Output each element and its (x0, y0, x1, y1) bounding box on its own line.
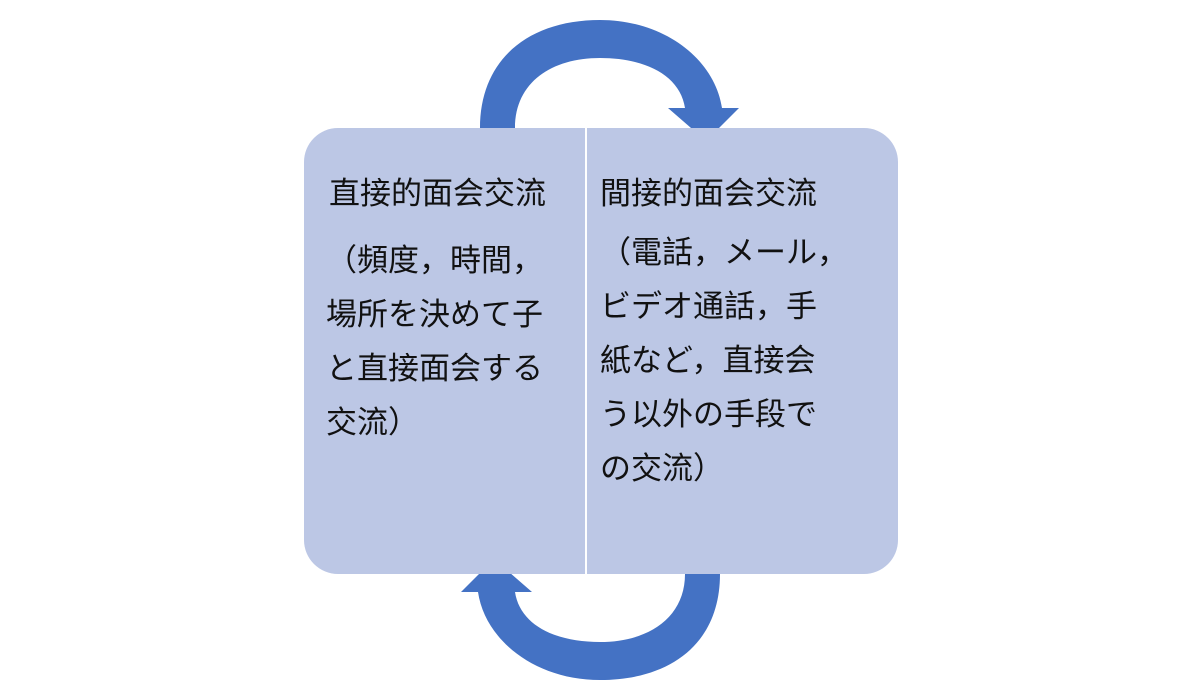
direct-exchange-box: 直接的面会交流 （頻度，時間， 場所を決めて子 と直接面会する 交流） (304, 128, 586, 574)
indirect-exchange-box: 間接的面会交流 （電話，メール， ビデオ通話，手 紙など，直接会 う以外の手段で… (586, 128, 898, 574)
direct-exchange-description: （頻度，時間， 場所を決めて子 と直接面会する 交流） (326, 243, 543, 441)
direct-exchange-title: 直接的面会交流 (329, 176, 546, 212)
indirect-exchange-description: （電話，メール， ビデオ通話，手 紙など，直接会 う以外の手段で の交流） (600, 235, 848, 487)
indirect-exchange-title: 間接的面会交流 (600, 176, 817, 212)
box-divider (585, 128, 587, 574)
bottom-arrow-icon (461, 559, 720, 680)
top-arrow-icon (480, 20, 739, 141)
